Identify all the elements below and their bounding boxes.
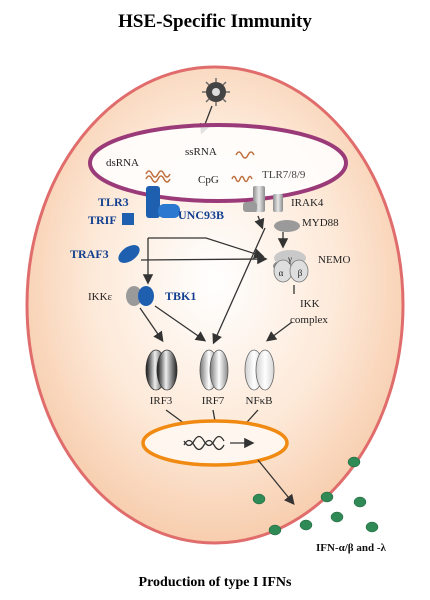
nemo-alpha-label: α bbox=[279, 268, 284, 278]
ifn-dot bbox=[299, 519, 313, 531]
secretion-arrow bbox=[257, 459, 295, 506]
irf7-label: IRF7 bbox=[202, 395, 225, 407]
nemo-gamma-label: γ bbox=[287, 254, 292, 264]
traf3-label: TRAF3 bbox=[70, 247, 109, 261]
ssrna-label: ssRNA bbox=[185, 146, 217, 158]
nemo-complex-icon: γ α β bbox=[273, 250, 309, 283]
myd88-icon bbox=[274, 220, 300, 232]
nfkb-dimer-icon bbox=[244, 349, 275, 391]
tlr3-receptor-icon bbox=[146, 186, 180, 218]
dsrna-icon bbox=[145, 170, 171, 178]
nemo-label: NEMO bbox=[318, 254, 350, 266]
trif-icon bbox=[122, 213, 134, 225]
tbk1-label: TBK1 bbox=[165, 289, 196, 303]
unc93b-label: UNC93B bbox=[178, 208, 224, 222]
dsrna-label: dsRNA bbox=[106, 157, 139, 169]
trif-label: TRIF bbox=[88, 213, 117, 227]
traf3-icon bbox=[118, 245, 140, 263]
ifn-molecules bbox=[252, 456, 379, 536]
irak4-icon bbox=[273, 194, 283, 212]
ifn-dot bbox=[330, 511, 344, 523]
dsrna-icon-strand bbox=[145, 175, 171, 183]
irf3-dimer-icon bbox=[145, 349, 178, 391]
diagram-title: HSE-Specific Immunity bbox=[118, 11, 312, 32]
cpg-icon bbox=[231, 175, 253, 183]
irf7-dimer-icon bbox=[199, 349, 229, 391]
ifn-dot bbox=[353, 496, 367, 508]
ikke-label: IKKε bbox=[88, 291, 113, 303]
ifn-dot bbox=[347, 456, 361, 468]
myd88-label: MYD88 bbox=[302, 217, 339, 229]
virus-icon bbox=[202, 78, 230, 106]
ifn-dot bbox=[320, 491, 334, 503]
ifn-dot bbox=[365, 521, 379, 533]
ikke-icon bbox=[126, 286, 142, 306]
ifn-dot bbox=[252, 493, 266, 505]
signal-arrows bbox=[139, 215, 295, 345]
nucleus bbox=[141, 419, 289, 467]
nemo-beta-label: β bbox=[298, 268, 303, 278]
footer-caption: Production of type I IFNs bbox=[139, 575, 293, 590]
ikk-complex-label-line1: IKK bbox=[300, 298, 320, 310]
irf3-label: IRF3 bbox=[150, 395, 173, 407]
cpg-label: CpG bbox=[198, 174, 219, 186]
tlr789-label: TLR7/8/9 bbox=[262, 169, 306, 181]
dna-icon bbox=[183, 435, 225, 451]
tbk1-icon bbox=[138, 286, 154, 306]
tlr789-receptor-icon bbox=[243, 186, 265, 212]
ifn-label: IFN-α/β and -λ bbox=[316, 542, 386, 554]
ifn-dot bbox=[268, 524, 282, 536]
ikk-complex-label-line2: complex bbox=[290, 314, 328, 326]
irak4-label: IRAK4 bbox=[291, 197, 324, 209]
nfkb-label: NFκB bbox=[246, 395, 273, 407]
ssrna-icon bbox=[235, 151, 255, 159]
tlr3-label: TLR3 bbox=[98, 195, 129, 209]
